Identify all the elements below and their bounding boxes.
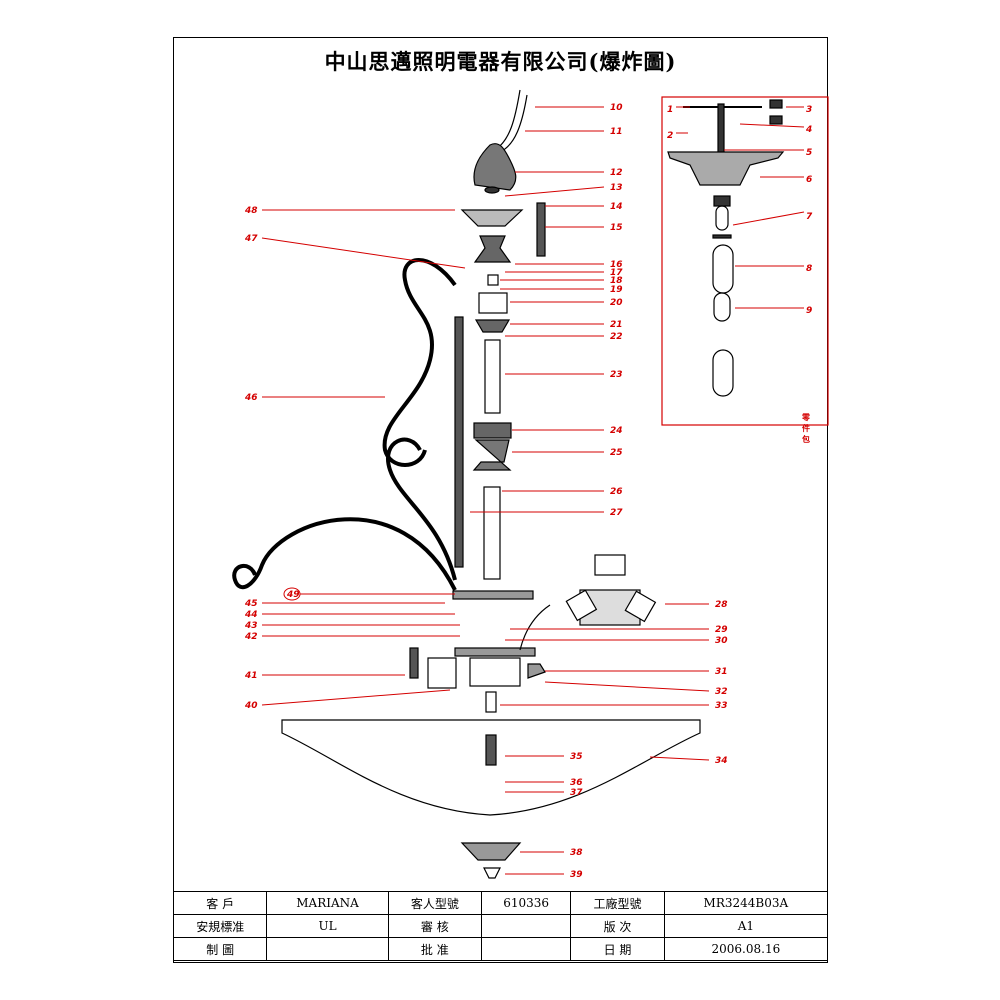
leader-line [732, 211, 805, 226]
callout-3: 3 [806, 105, 812, 115]
callout-circle [283, 587, 301, 601]
callout-15: 15 [610, 223, 623, 233]
drawing-frame [173, 37, 828, 963]
callout-37: 37 [570, 788, 583, 798]
callout-22: 22 [610, 332, 623, 342]
callout-25: 25 [610, 448, 623, 458]
callout-12: 12 [610, 168, 623, 178]
callout-49: 49 [286, 590, 300, 600]
table-cell: 版 次 [570, 914, 665, 938]
drawing-title: 中山思邁照明電器有限公司(爆炸圖) [324, 49, 677, 74]
callout-34: 34 [715, 756, 728, 766]
table-cell: 2006.08.16 [663, 937, 829, 961]
table-cell [481, 937, 572, 961]
callout-5: 5 [806, 148, 812, 158]
leader-line [739, 123, 805, 128]
callout-19: 19 [610, 285, 623, 295]
leader-line [544, 681, 710, 692]
callout-41: 41 [244, 671, 258, 681]
callout-13: 13 [610, 183, 623, 193]
table-cell: 審 核 [387, 914, 483, 938]
callout-38: 38 [570, 848, 583, 858]
table-cell: 610336 [481, 891, 572, 915]
callout-8: 8 [806, 264, 812, 274]
leader-line [261, 237, 466, 269]
table-cell: 制 圖 [172, 937, 268, 961]
callout-44: 44 [244, 610, 258, 620]
leader-line [261, 689, 451, 706]
callout-48: 48 [244, 206, 258, 216]
table-cell: 日 期 [570, 937, 665, 961]
table-cell: 客 戶 [172, 891, 268, 915]
table-cell [481, 914, 572, 938]
lamp-parts [232, 89, 829, 879]
callout-10: 10 [610, 103, 623, 113]
callout-46: 46 [244, 393, 258, 403]
callout-30: 30 [715, 636, 728, 646]
callout-23: 23 [610, 370, 623, 380]
callout-26: 26 [610, 487, 623, 497]
parts-kit-label: 零件包 [802, 413, 810, 444]
callout-45: 45 [244, 599, 258, 609]
callout-6: 6 [806, 175, 812, 185]
callout-40: 40 [244, 701, 258, 711]
callout-36: 36 [570, 778, 583, 788]
table-cell: 工廠型號 [570, 891, 665, 915]
callout-28: 28 [715, 600, 728, 610]
callout-18: 18 [610, 276, 623, 286]
callout-17: 17 [610, 268, 623, 278]
wires [494, 89, 528, 153]
callout-47: 47 [244, 234, 258, 244]
table-cell: 客人型號 [387, 891, 483, 915]
callout-29: 29 [715, 625, 728, 635]
callout-14: 14 [610, 202, 623, 212]
callout-9: 9 [806, 306, 812, 316]
table-cell [266, 937, 389, 961]
callout-43: 43 [244, 621, 258, 631]
callout-11: 11 [610, 127, 623, 137]
table-cell: 批 准 [387, 937, 483, 961]
callout-27: 27 [610, 508, 623, 518]
callouts: 1011121314151617181920212223242526272829… [244, 103, 813, 880]
callout-4: 4 [805, 125, 812, 135]
callout-39: 39 [570, 870, 583, 880]
callout-42: 42 [244, 632, 258, 642]
callout-33: 33 [715, 701, 728, 711]
callout-31: 31 [715, 667, 728, 677]
callout-35: 35 [570, 752, 583, 762]
table-cell: MARIANA [266, 891, 389, 915]
table-cell: 安規標准 [172, 914, 268, 938]
callout-1: 1 [667, 105, 673, 115]
crown-loop [473, 143, 517, 191]
leader-line [649, 756, 710, 761]
callout-16: 16 [610, 260, 623, 270]
callout-2: 2 [667, 131, 673, 141]
leader-line [504, 186, 605, 197]
callout-20: 20 [610, 298, 623, 308]
table-cell: A1 [663, 914, 829, 938]
callout-24: 24 [610, 426, 623, 436]
callout-21: 21 [610, 320, 623, 330]
table-cell: UL [266, 914, 389, 938]
callout-7: 7 [806, 212, 813, 222]
table-cell: MR3244B03A [663, 891, 829, 915]
callout-32: 32 [715, 687, 728, 697]
